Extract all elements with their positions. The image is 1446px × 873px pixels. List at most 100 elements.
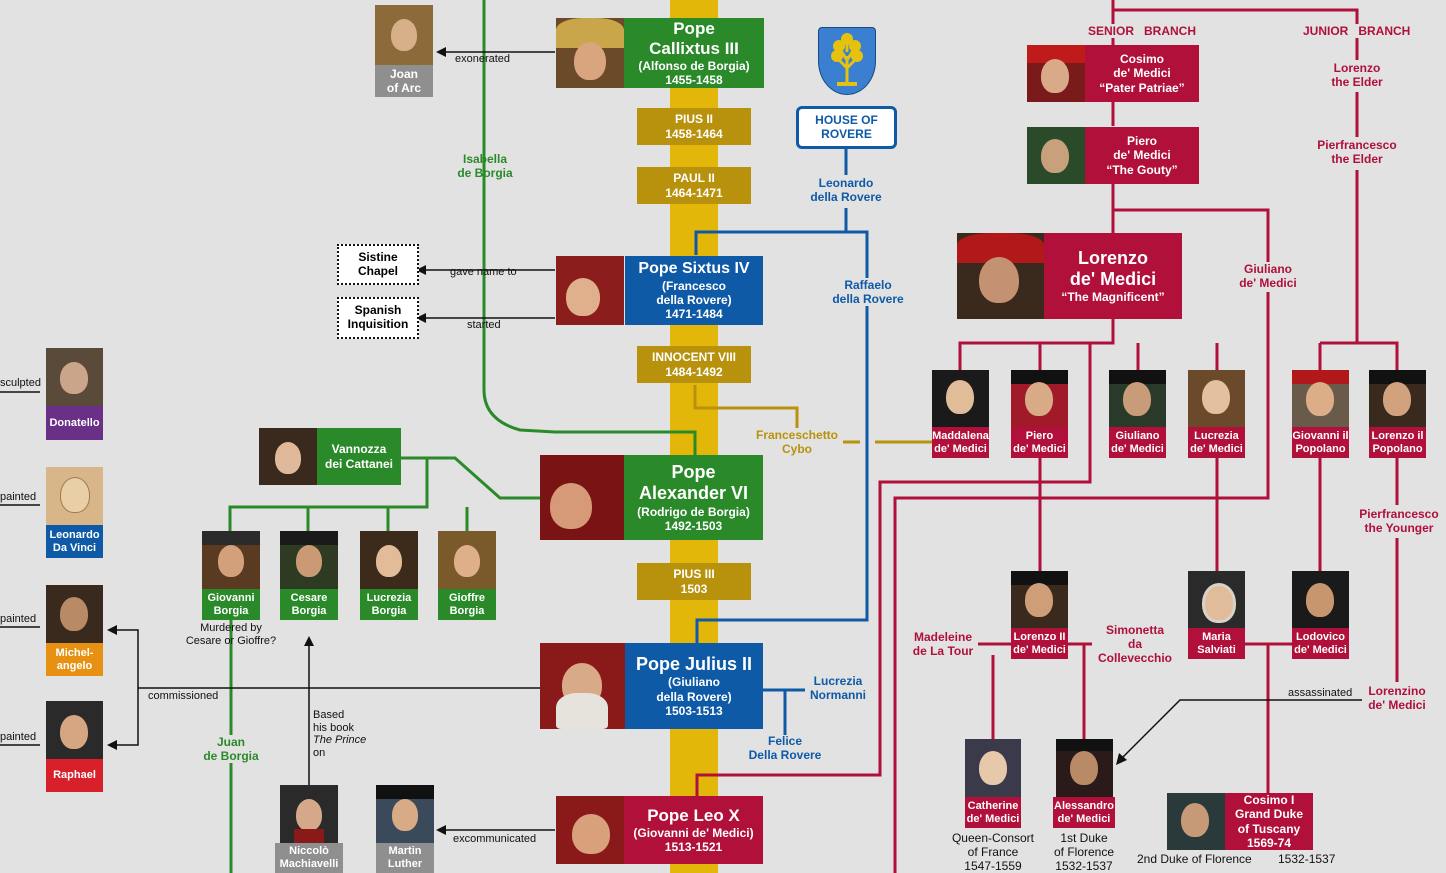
julius-portrait [540, 643, 625, 729]
felice-label: Felice Della Rovere [742, 734, 828, 762]
lodovico-l2: de' Medici [1294, 643, 1347, 656]
sixtus-l3: della Rovere) [656, 292, 732, 307]
cosimo-node[interactable]: Cosimo de' Medici “Pater Patriae” [1085, 45, 1199, 102]
inquisition-l2: Inquisition [347, 317, 409, 331]
cosimo-portrait [1027, 45, 1085, 102]
vannozza-portrait [259, 428, 317, 485]
joan-node[interactable]: Joan of Arc [375, 65, 433, 97]
maddalena-l1: Maddalena [932, 429, 989, 442]
giuliano-portrait [1109, 370, 1166, 427]
sistine-box[interactable]: Sistine Chapel [337, 244, 419, 285]
based-l2: his book [313, 721, 354, 734]
callixtus-l3: (Alfonso de Borgia) [638, 58, 750, 73]
raffaelo-l2: della Rovere [832, 292, 904, 307]
luther-node[interactable]: Martin Luther [376, 843, 434, 873]
lorenzo-magnificent-node[interactable]: Lorenzo de' Medici “The Magnificent” [1044, 233, 1182, 319]
pius2-node[interactable]: PIUS II 1458-1464 [637, 108, 751, 145]
alexander-l4: 1492-1503 [664, 518, 723, 533]
piero-gouty-l2: de' Medici [1113, 148, 1171, 163]
donatello-node[interactable]: Donatello [46, 406, 103, 440]
senior-branch-label: SENIOR BRANCH [1086, 24, 1199, 39]
catherine-c3: 1547-1559 [964, 858, 1022, 873]
lucrezia-borgia-node[interactable]: Lucrezia Borgia [360, 589, 418, 620]
cosimo1-node[interactable]: Cosimo I Grand Duke of Tuscany 1569-74 [1225, 793, 1313, 850]
leo-l2: (Giovanni de' Medici) [633, 825, 754, 840]
cosimo-l3: “Pater Patriae” [1099, 80, 1185, 95]
lorenzo-elder-l1: Lorenzo [1333, 61, 1381, 75]
innocent-l2: 1484-1492 [665, 364, 723, 379]
cesare-portrait [280, 531, 338, 589]
lucrezia-medici-node[interactable]: Lucrezia de' Medici [1188, 427, 1245, 458]
leonardo-node[interactable]: Leonardo Da Vinci [46, 525, 103, 558]
machiavelli-node[interactable]: Niccolò Machiavelli [275, 843, 343, 873]
raphael-node[interactable]: Raphael [46, 759, 103, 792]
lodovico-node[interactable]: Lodovico de' Medici [1292, 628, 1349, 659]
donatello-portrait [46, 348, 103, 406]
lorenzo2-node[interactable]: Lorenzo II de' Medici [1011, 628, 1068, 659]
pius3-l2: 1503 [680, 581, 708, 596]
maddalena-portrait [932, 370, 989, 427]
giovanni-borgia-node[interactable]: Giovanni Borgia [202, 589, 260, 620]
simonetta-l1: Simonetta [1105, 623, 1164, 637]
lorenzo2-l2: de' Medici [1013, 643, 1066, 656]
callixtus-node[interactable]: Pope Callixtus III (Alfonso de Borgia) 1… [624, 18, 764, 88]
lorenzino-label: Lorenzino de' Medici [1362, 684, 1432, 713]
inquisition-box[interactable]: Spanish Inquisition [337, 297, 419, 339]
house-of-rovere-box[interactable]: HOUSE OF ROVERE [796, 106, 897, 149]
lorenzo-popolano-node[interactable]: Lorenzo il Popolano [1369, 427, 1426, 458]
cosimo-l2: de' Medici [1113, 66, 1171, 81]
pierfrancesco-elder-l2: the Elder [1331, 152, 1383, 167]
lorenzo-popolano-l2: Popolano [1372, 442, 1423, 455]
lorenzo-popolano-portrait [1369, 370, 1426, 427]
lorenzo-popolano-l1: Lorenzo il [1371, 429, 1424, 442]
machiavelli-l1: Niccolò [289, 845, 329, 858]
giovanni-borgia-l2: Borgia [213, 604, 249, 617]
raphael-verb: painted [0, 731, 37, 743]
machiavelli-portrait [280, 785, 338, 843]
piero-gouty-l3: “The Gouty” [1106, 162, 1178, 177]
alexander-l2: Alexander VI [638, 483, 749, 504]
cosimo1-caption2: 1532-1537 [1278, 852, 1336, 866]
leo-portrait [556, 796, 624, 864]
maddalena-node[interactable]: Maddalena de' Medici [932, 427, 989, 458]
maria-node[interactable]: Maria Salviati [1188, 628, 1245, 659]
sixtus-node[interactable]: Pope Sixtus IV (Francesco della Rovere) … [625, 256, 763, 325]
lucrezia-borgia-l1: Lucrezia [366, 591, 412, 604]
alexander-node[interactable]: Pope Alexander VI (Rodrigo de Borgia) 14… [624, 455, 763, 540]
simonetta-label: Simonetta da Collevecchio [1092, 623, 1178, 666]
alexander-l3: (Rodrigo de Borgia) [637, 504, 750, 519]
callixtus-l4: 1455-1458 [665, 73, 723, 88]
giuliano-l2: de' Medici [1111, 442, 1164, 455]
piero-l1: Piero [1025, 429, 1054, 442]
piero-node[interactable]: Piero de' Medici [1011, 427, 1068, 458]
catherine-node[interactable]: Catherine de' Medici [965, 797, 1021, 828]
started-note: started [467, 319, 501, 331]
raffaelo-label: Raffaelo della Rovere [822, 278, 914, 307]
alexander-l1: Pope [671, 462, 716, 483]
piero-gouty-node[interactable]: Piero de' Medici “The Gouty” [1085, 127, 1199, 184]
giovanni-popolano-node[interactable]: Giovanni il Popolano [1292, 427, 1349, 458]
murdered-note: Murdered by Cesare or Gioffre? [180, 622, 282, 647]
alessandro-node[interactable]: Alessandro de' Medici [1053, 797, 1115, 828]
raphael-l1: Raphael [53, 769, 96, 782]
giuliano-node[interactable]: Giuliano de' Medici [1109, 427, 1166, 458]
sixtus-l1: Pope Sixtus IV [638, 259, 750, 277]
innocent-node[interactable]: INNOCENT VIII 1484-1492 [637, 346, 751, 383]
catherine-caption: Queen-Consort of France 1547-1559 [943, 831, 1043, 873]
pius3-node[interactable]: PIUS III 1503 [637, 563, 751, 600]
julius-l3: della Rovere) [656, 689, 732, 704]
cosimo1-portrait [1167, 793, 1225, 850]
michelangelo-node[interactable]: Michel- angelo [46, 643, 103, 676]
murdered-l2: Cesare or Gioffre? [185, 634, 277, 647]
paul2-node[interactable]: PAUL II 1464-1471 [637, 167, 751, 204]
michelangelo-l2: angelo [56, 659, 93, 672]
cesare-node[interactable]: Cesare Borgia [280, 589, 338, 620]
lucrezia-medici-portrait [1188, 370, 1245, 427]
gioffre-node[interactable]: Gioffre Borgia [438, 589, 496, 620]
piero-l2: de' Medici [1013, 442, 1066, 455]
julius-node[interactable]: Pope Julius II (Giuliano della Rovere) 1… [625, 643, 763, 729]
vannozza-node[interactable]: Vannozza dei Cattanei [317, 428, 401, 485]
alessandro-portrait [1056, 739, 1113, 797]
leo-node[interactable]: Pope Leo X (Giovanni de' Medici) 1513-15… [624, 796, 763, 864]
madeleine-l2: de La Tour [912, 644, 974, 659]
